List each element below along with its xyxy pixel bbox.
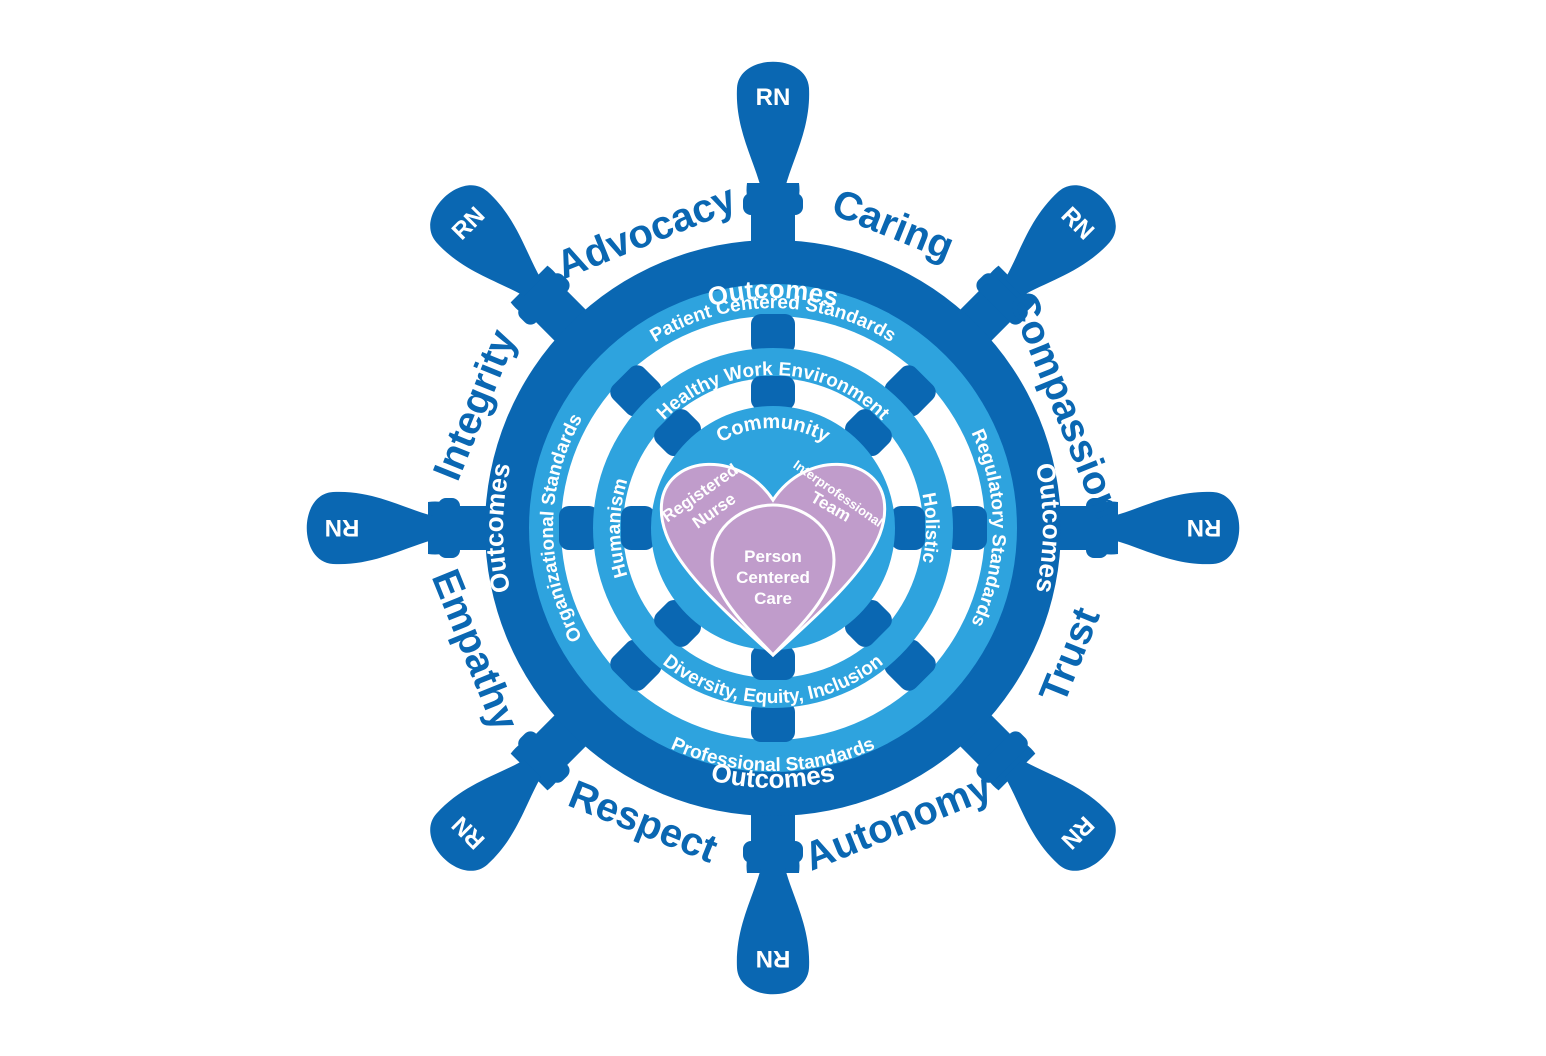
spoke-outer-west [559, 506, 599, 550]
spoke-outer-east [947, 506, 987, 550]
rn-label-north: RN [756, 84, 791, 111]
handle-south-east: RN [955, 710, 1116, 871]
heart-inner-drop [710, 503, 836, 658]
spoke-inner-north [751, 376, 795, 410]
handle-west: RN [306, 491, 493, 565]
handle-south: RN [736, 808, 810, 995]
holistic-label: Holistic [917, 491, 942, 565]
spoke-outer-south [751, 702, 795, 742]
spoke-inner-south [751, 646, 795, 680]
centered-label: Centered [736, 568, 810, 587]
handle-east: RN [1053, 491, 1240, 565]
handle-north: RN [736, 61, 810, 248]
rn-label-south: RN [756, 945, 791, 972]
person-label: Person [744, 547, 802, 566]
spoke-outer-north [751, 314, 795, 354]
spoke-inner-west [621, 506, 655, 550]
rn-label-east: RN [1187, 514, 1222, 541]
care-label: Care [754, 589, 792, 608]
spoke-inner-east [891, 506, 925, 550]
rn-label-west: RN [325, 514, 360, 541]
